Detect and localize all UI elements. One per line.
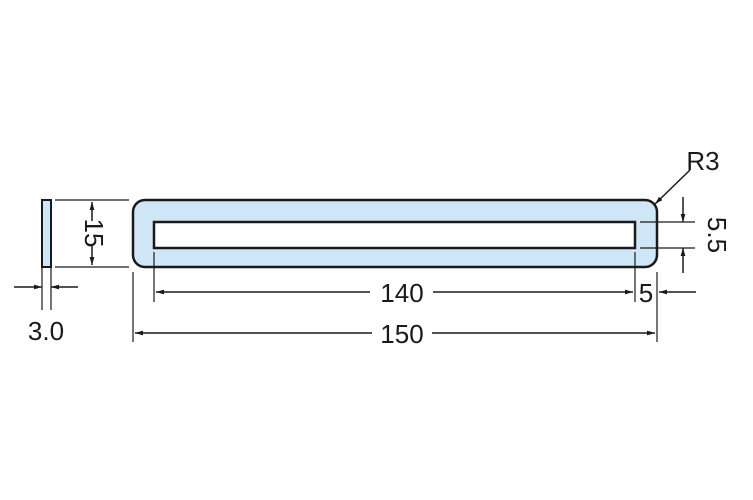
overall-length-dimension-label: 150	[380, 319, 423, 349]
slot-length-dimension-label: 140	[380, 278, 423, 308]
radius-dimension-label: R3	[686, 146, 719, 176]
slot-height-dimension-label: 5.5	[702, 217, 732, 253]
thickness-dimension-label: 3.0	[28, 316, 64, 346]
slot-edge-dimension-label: 5	[639, 278, 653, 308]
radius-leader-line	[654, 169, 691, 205]
slot-outline	[152, 220, 637, 250]
height-dimension-label: 15	[79, 219, 109, 248]
side-view-strip	[41, 199, 52, 268]
